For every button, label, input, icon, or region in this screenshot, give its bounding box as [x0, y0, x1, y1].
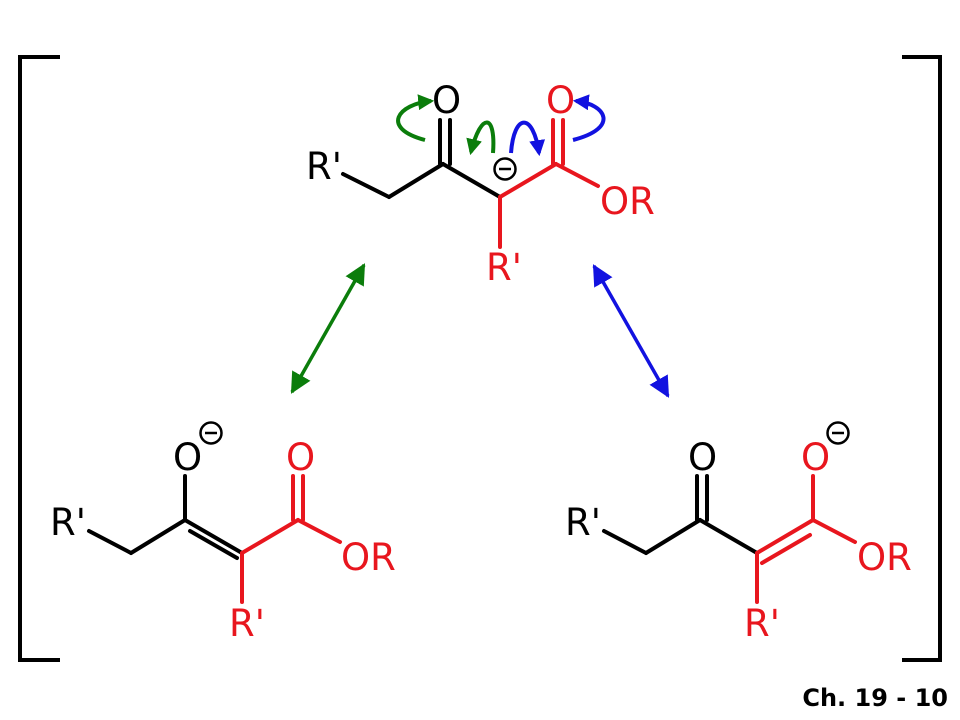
curved-arrow-green-to-oxygen [396, 94, 435, 142]
br-alpha-rprime-label: R' [744, 602, 780, 645]
br-ketone-oxygen: O [688, 436, 717, 479]
br-enolate-oxygen: O [801, 436, 830, 479]
left-bracket [18, 55, 60, 662]
top-alkoxy-label: OR [600, 180, 655, 223]
top-structure: R' O O OR R' [306, 79, 655, 289]
top-rprime-label: R' [306, 145, 342, 188]
br-alkoxy-label: OR [857, 536, 912, 579]
slide-footer: Ch. 19 - 10 [802, 684, 948, 712]
top-ester-oxygen: O [546, 79, 575, 122]
curved-arrow-blue-to-oxygen [572, 94, 606, 142]
bl-ester-oxygen: O [286, 436, 315, 479]
resonance-arrow-blue [592, 264, 670, 398]
bl-alpha-rprime-label: R' [229, 602, 265, 645]
top-ketone-oxygen: O [432, 79, 461, 122]
top-alpha-rprime-label: R' [486, 246, 522, 289]
resonance-arrow-green [290, 263, 366, 394]
bottom-right-structure: R' O O OR R' [565, 421, 912, 645]
curved-arrow-green-lone-pair [466, 120, 496, 156]
bl-rprime-label: R' [50, 501, 86, 544]
bl-alkoxy-label: OR [341, 536, 396, 579]
right-bracket [902, 55, 942, 662]
br-rprime-label: R' [565, 501, 601, 544]
bottom-left-structure: R' O O OR R' [50, 421, 396, 645]
curved-arrow-blue-lone-pair [509, 120, 546, 157]
bl-enolate-oxygen: O [173, 436, 202, 479]
